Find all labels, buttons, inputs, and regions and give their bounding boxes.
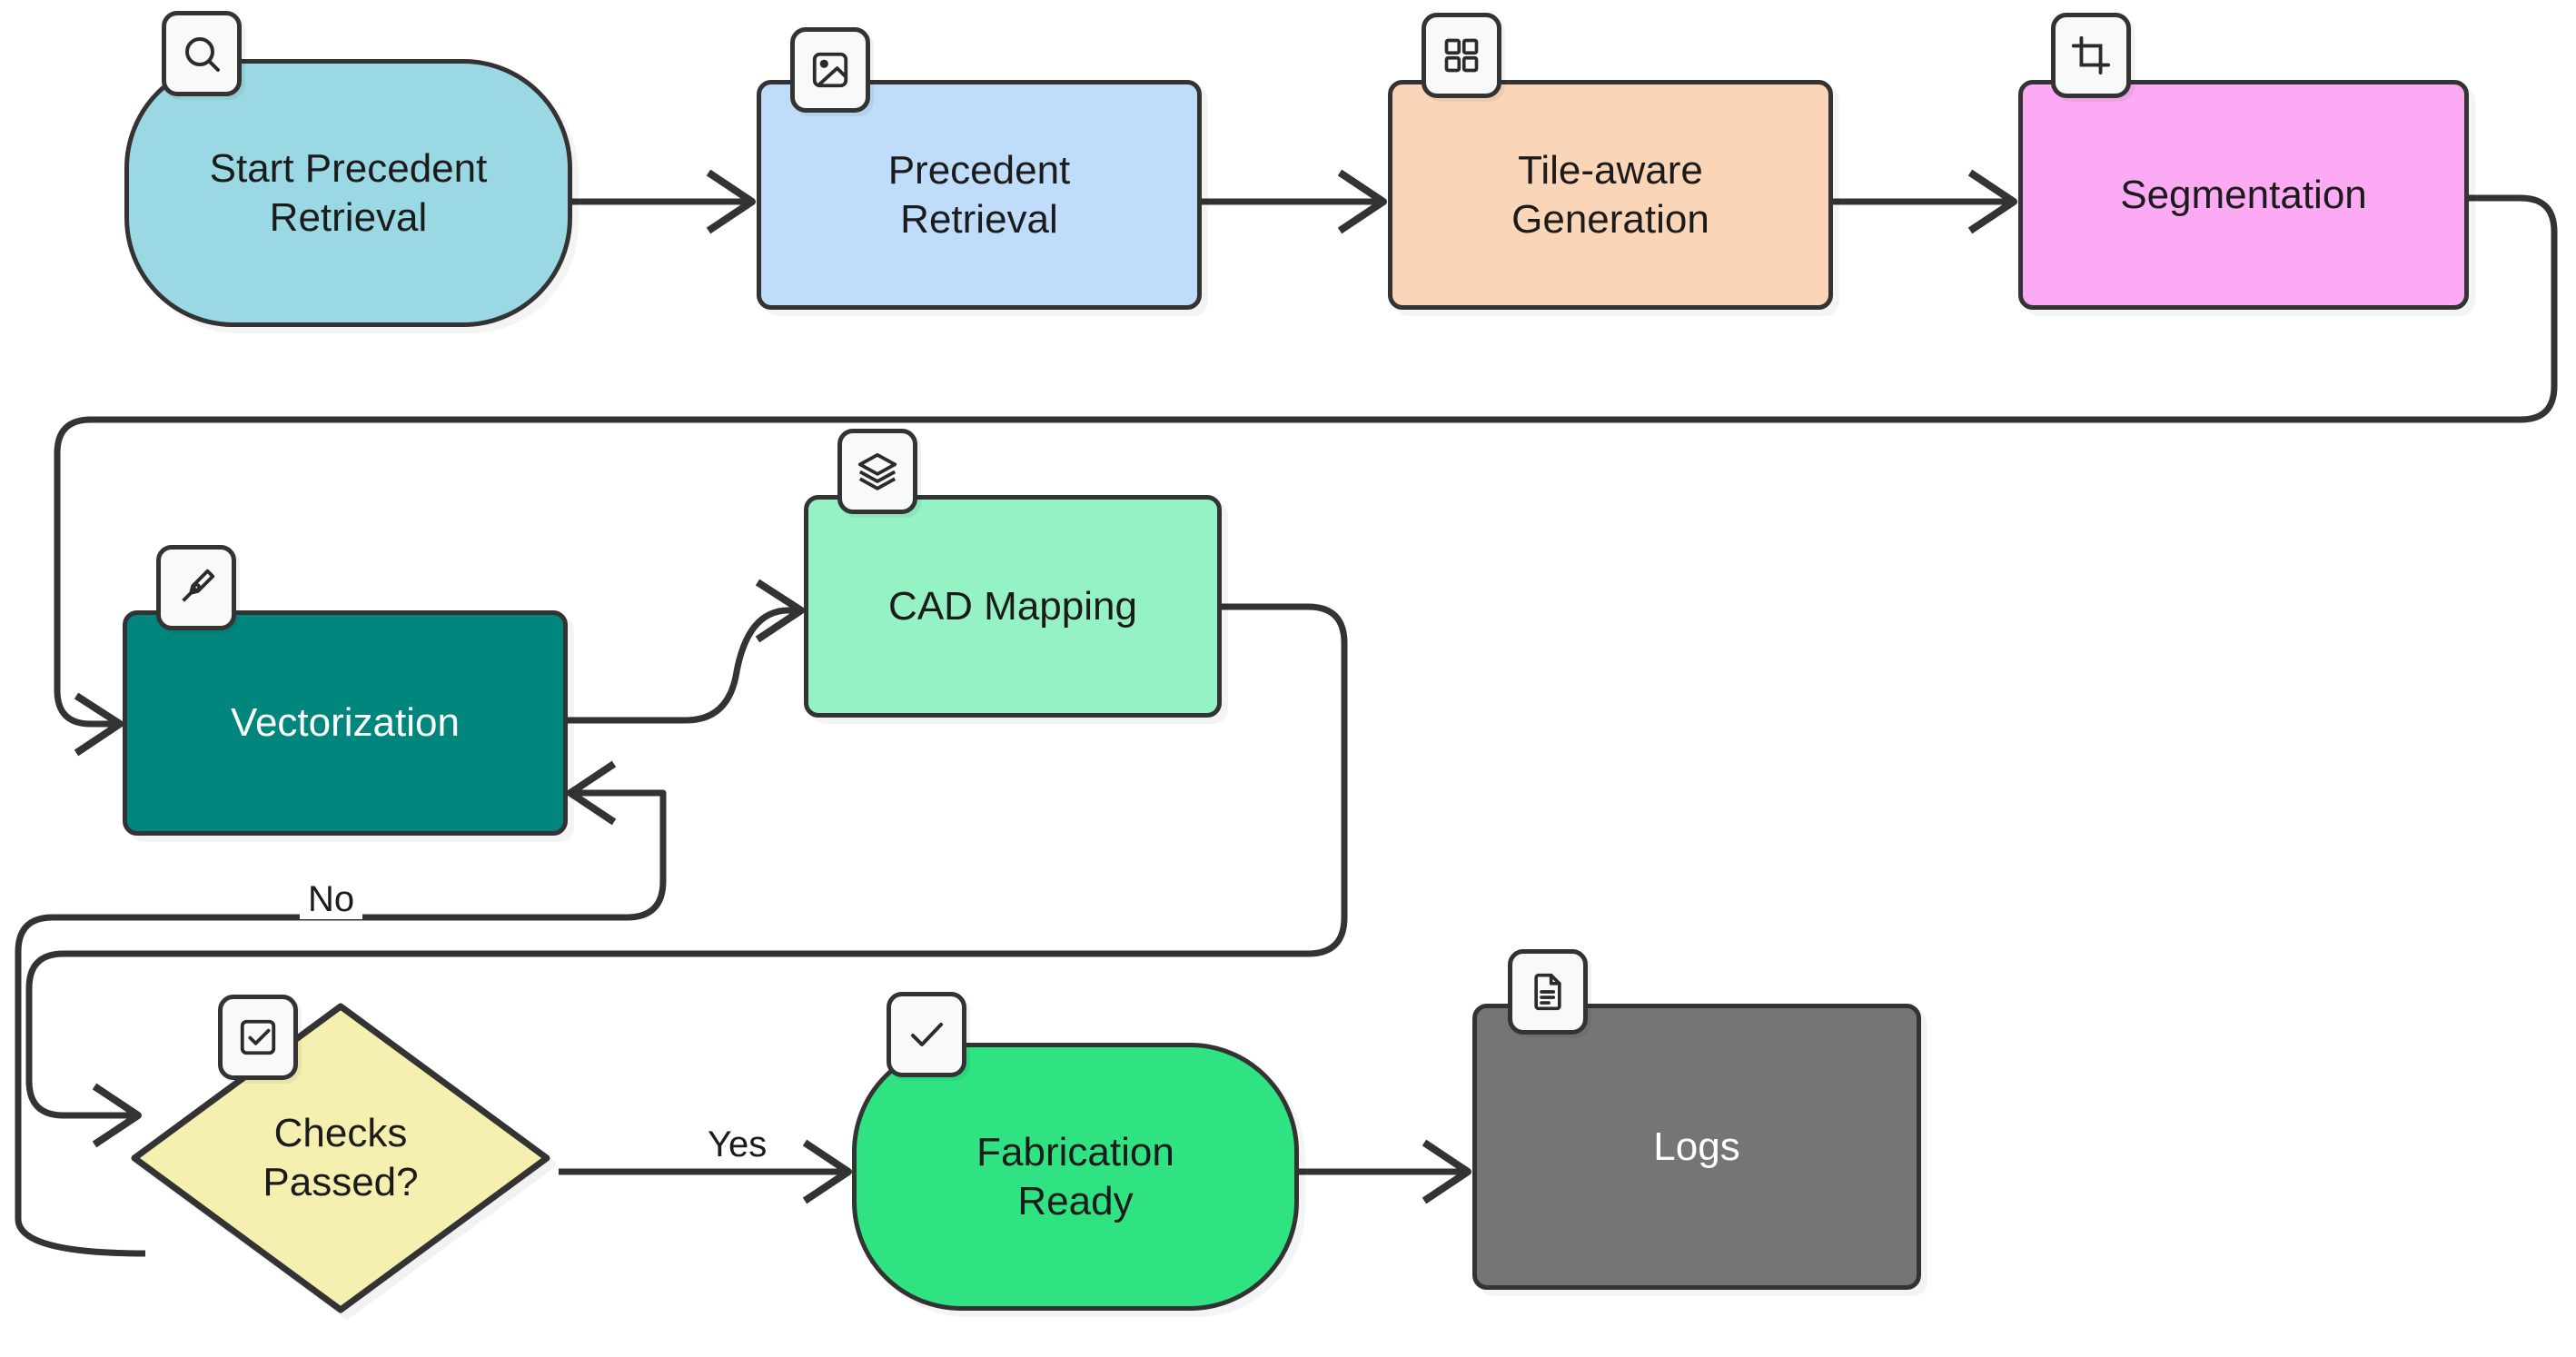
node-label: Tile-aware Generation xyxy=(1511,147,1709,242)
node-label: Checks Passed? xyxy=(263,1111,419,1204)
arrowhead-vectorization-right xyxy=(567,760,617,826)
edge-label-no: No xyxy=(300,879,363,919)
check-square-icon xyxy=(218,995,298,1080)
arrowhead-checks xyxy=(92,1083,142,1148)
node-label: Fabrication Ready xyxy=(976,1129,1174,1223)
arrowhead-precedent xyxy=(706,169,756,234)
node-label: Vectorization xyxy=(231,700,460,746)
node-start-precedent-retrieval[interactable]: Start Precedent Retrieval xyxy=(124,59,572,327)
edge-cad-checks xyxy=(25,603,1348,1119)
edge-vectorization-cad xyxy=(568,607,799,724)
node-segmentation[interactable]: Segmentation xyxy=(2018,80,2469,310)
edge-checks-vectorization-no xyxy=(15,789,667,1257)
search-icon xyxy=(162,11,242,96)
arrowhead-vectorization-left xyxy=(74,692,124,757)
edge-label-yes: Yes xyxy=(699,1124,776,1164)
layers-icon xyxy=(837,429,917,514)
node-fabrication-ready[interactable]: Fabrication Ready xyxy=(852,1043,1299,1311)
arrowhead-segmentation xyxy=(1967,169,2017,234)
node-label: Precedent Retrieval xyxy=(887,147,1071,242)
crop-icon xyxy=(2051,13,2131,98)
image-icon xyxy=(790,27,870,113)
node-label: Start Precedent Retrieval xyxy=(209,145,488,240)
node-label: Logs xyxy=(1653,1124,1740,1169)
node-label: Segmentation xyxy=(2120,172,2367,217)
node-checks-passed[interactable]: Checks Passed? xyxy=(127,999,554,1317)
arrowhead-fabrication xyxy=(802,1139,852,1204)
node-logs[interactable]: Logs xyxy=(1472,1004,1921,1290)
arrowhead-tile xyxy=(1337,169,1387,234)
edge-segmentation-vectorization xyxy=(54,194,2558,728)
arrowhead-cad xyxy=(755,579,805,643)
node-cad-mapping[interactable]: CAD Mapping xyxy=(804,495,1222,718)
node-vectorization[interactable]: Vectorization xyxy=(123,610,568,836)
check-icon xyxy=(887,992,966,1077)
node-tile-aware-generation[interactable]: Tile-aware Generation xyxy=(1388,80,1833,310)
arrowhead-logs xyxy=(1422,1139,1471,1204)
grid-icon xyxy=(1422,13,1501,98)
pen-tool-icon xyxy=(156,545,236,630)
node-precedent-retrieval[interactable]: Precedent Retrieval xyxy=(757,80,1202,310)
file-text-icon xyxy=(1508,949,1588,1035)
node-label: CAD Mapping xyxy=(888,583,1137,629)
